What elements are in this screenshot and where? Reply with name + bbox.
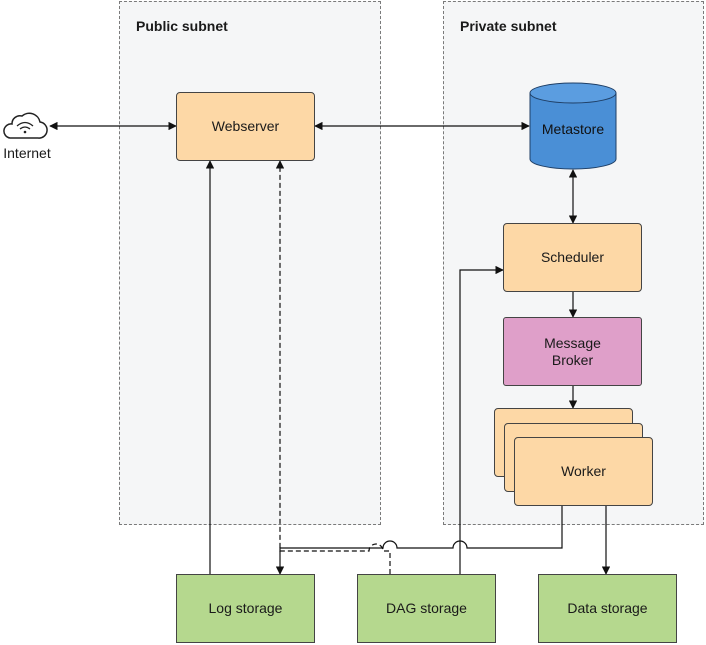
metastore-cylinder (529, 82, 617, 170)
dagstorage-webserver-dashed-arrow (275, 160, 391, 574)
public-subnet: Public subnet (119, 1, 381, 525)
message-broker-node: Message Broker (503, 317, 642, 386)
dag-storage-node: DAG storage (357, 574, 496, 643)
internet-label: Internet (3, 145, 51, 161)
log-storage-node: Log storage (176, 574, 315, 643)
webserver-node: Webserver (176, 92, 315, 161)
dagstorage-scheduler-arrow (459, 265, 504, 574)
cloud-wifi-icon (3, 112, 48, 139)
private-subnet-label: Private subnet (460, 18, 557, 34)
public-subnet-label: Public subnet (136, 18, 228, 34)
scheduler-node: Scheduler (503, 223, 642, 292)
worker-node: Worker (514, 437, 653, 506)
data-storage-node: Data storage (538, 574, 677, 643)
metastore-label: Metastore (541, 121, 605, 137)
worker-logstorage-arrow (275, 506, 563, 575)
